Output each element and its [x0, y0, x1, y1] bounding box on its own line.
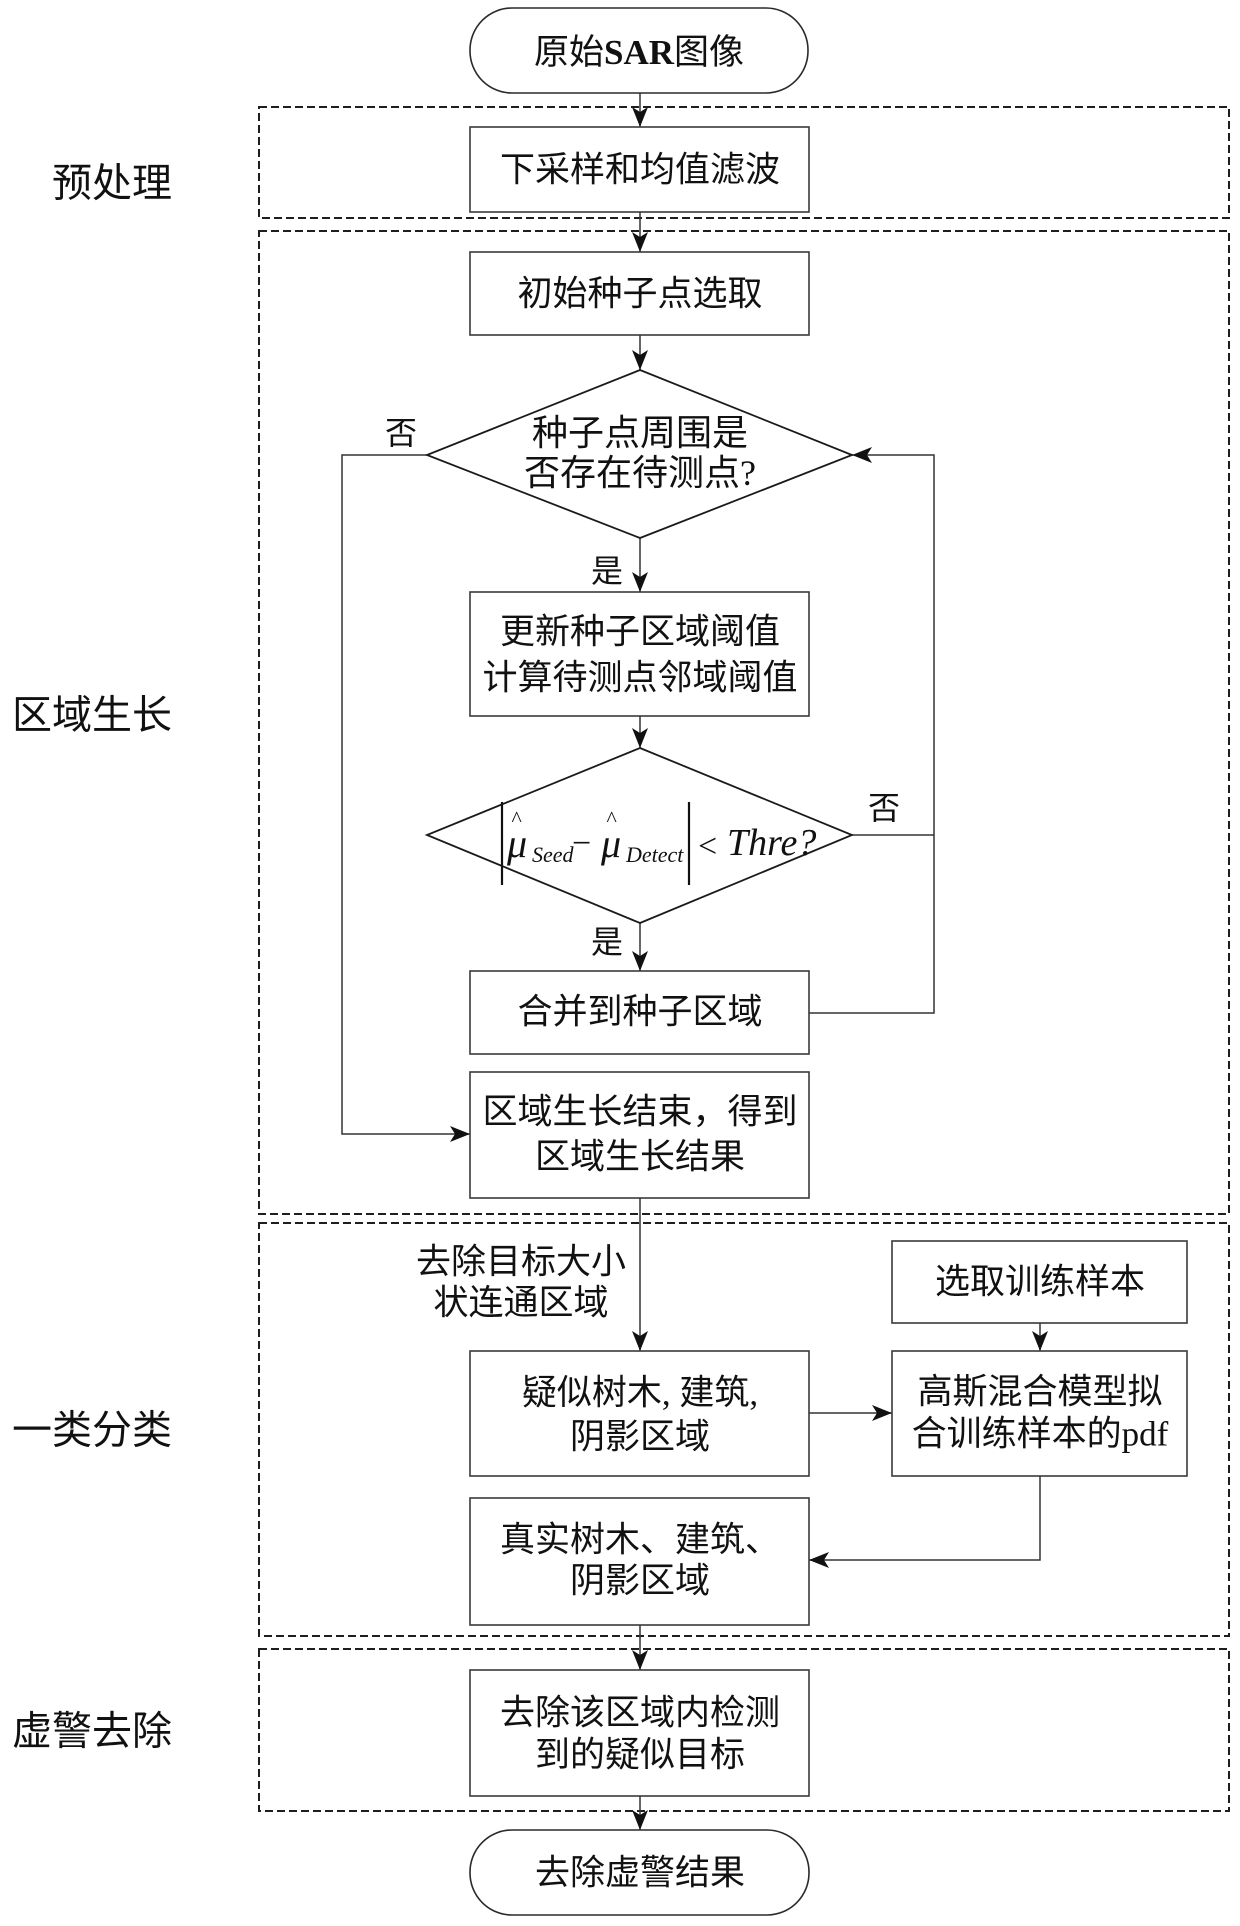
formula-mu-detect: μ: [600, 821, 621, 866]
node-remove: 去除该区域内检测 到的疑似目标: [469, 1669, 810, 1797]
process-box: [469, 1071, 810, 1199]
formula-hat-detect: ^: [606, 806, 617, 831]
downsample-label: 下采样和均值滤波: [500, 151, 780, 190]
update-line-2: 计算待测点邻域阈值: [482, 659, 797, 698]
real-line-2: 阴影区域: [570, 1562, 710, 1601]
suspect-line-2: 阴影区域: [570, 1418, 710, 1457]
edge-gmm-to-real: [809, 1476, 1041, 1568]
update-line-1: 更新种子区域阈值: [500, 613, 780, 652]
process-box: [469, 126, 810, 213]
edges: [341, 93, 1048, 1830]
node-gmm-fit: 高斯混合模型拟 合训练样本的pdf: [891, 1350, 1188, 1477]
formula-mu-seed: μ: [506, 821, 527, 866]
edge-label-threshold-no: 否: [868, 790, 900, 826]
stage-label-region-growing: 区域生长: [12, 693, 172, 738]
start-label-prefix: 原始: [534, 33, 604, 72]
remove-line-1: 去除该区域内检测: [500, 1694, 780, 1733]
real-line-1: 真实树木、建筑、: [500, 1521, 780, 1560]
node-decision-neighbors: 种子点周围是 否存在待测点?: [424, 369, 855, 539]
node-merge: 合并到种子区域: [469, 970, 810, 1055]
formula-sub-seed: Seed: [532, 842, 575, 867]
node-update: 更新种子区域阈值 计算待测点邻域阈值: [469, 591, 810, 717]
process-box: [469, 591, 810, 717]
process-box: [469, 1350, 810, 1477]
start-label-suffix: 图像: [674, 33, 744, 72]
process-box: [469, 1669, 810, 1797]
node-seed-select: 初始种子点选取: [469, 251, 810, 336]
node-decision-threshold: ^ μ Seed − ^ μ Detect < Thre?: [424, 747, 855, 924]
seed-select-label: 初始种子点选取: [517, 275, 762, 314]
growth-end-line-1: 区域生长结束，得到: [482, 1093, 797, 1132]
process-box: [469, 1497, 810, 1626]
decision-diamond: [424, 369, 855, 539]
edge-label-threshold-yes: 是: [591, 924, 623, 960]
annotation-remove-size-line-2: 状连通区域: [433, 1284, 608, 1323]
select-training-label: 选取训练样本: [935, 1263, 1145, 1302]
decision-neighbors-line-2: 否存在待测点?: [524, 453, 756, 493]
decision-diamond: [424, 747, 855, 924]
stage-region-growing-frame: [258, 230, 1230, 1215]
growth-end-line-2: 区域生长结果: [535, 1138, 745, 1177]
formula-minus: −: [572, 825, 591, 862]
formula-threshold: Thre?: [727, 822, 816, 864]
formula-less-than: <: [698, 828, 717, 865]
annotation-remove-size-line-1: 去除目标大小: [416, 1243, 626, 1282]
gmm-fit-line-1: 高斯混合模型拟: [917, 1373, 1162, 1412]
suspect-line-1: 疑似树木, 建筑,: [522, 1374, 758, 1413]
stage-label-false-alarm-removal: 虚警去除: [12, 1709, 172, 1754]
formula-sub-detect: Detect: [625, 842, 684, 867]
merge-label: 合并到种子区域: [517, 993, 762, 1032]
edge-merge-loop-to-decision: [809, 447, 935, 1014]
stage-label-preprocess: 预处理: [52, 161, 172, 206]
decision-neighbors-line-1: 种子点周围是: [532, 413, 748, 453]
node-select-training: 选取训练样本: [891, 1240, 1188, 1324]
node-end: 去除虚警结果: [469, 1829, 810, 1916]
process-box: [891, 1240, 1188, 1324]
stage-one-class-frame: [258, 1222, 1230, 1637]
terminal-start-shape: [469, 7, 809, 94]
terminal-end-shape: [469, 1829, 810, 1916]
node-downsample: 下采样和均值滤波: [469, 126, 810, 213]
edge-label-neighbors-yes: 是: [591, 553, 623, 589]
edge-label-neighbors-no: 否: [385, 415, 417, 451]
stage-false-alarm-frame: [258, 1648, 1230, 1812]
remove-line-2: 到的疑似目标: [535, 1736, 745, 1775]
node-growth-end: 区域生长结束，得到 区域生长结果: [469, 1071, 810, 1199]
node-real: 真实树木、建筑、 阴影区域: [469, 1497, 810, 1626]
gmm-fit-line-2: 合训练样本的pdf: [912, 1415, 1169, 1454]
edge-decision-no-to-growth-end: [341, 454, 470, 1142]
terminal-end-label: 去除虚警结果: [535, 1854, 745, 1893]
stage-label-one-class: 一类分类: [12, 1408, 172, 1453]
stage-preprocess-frame: [258, 106, 1230, 219]
node-suspect: 疑似树木, 建筑, 阴影区域: [469, 1350, 810, 1477]
process-box: [469, 251, 810, 336]
terminal-start-label: 原始SAR图像: [534, 33, 744, 72]
process-box: [469, 970, 810, 1055]
process-box: [891, 1350, 1188, 1477]
node-start: 原始SAR图像: [469, 7, 809, 94]
formula-hat-seed: ^: [511, 806, 522, 831]
start-label-bold: SAR: [604, 33, 675, 72]
